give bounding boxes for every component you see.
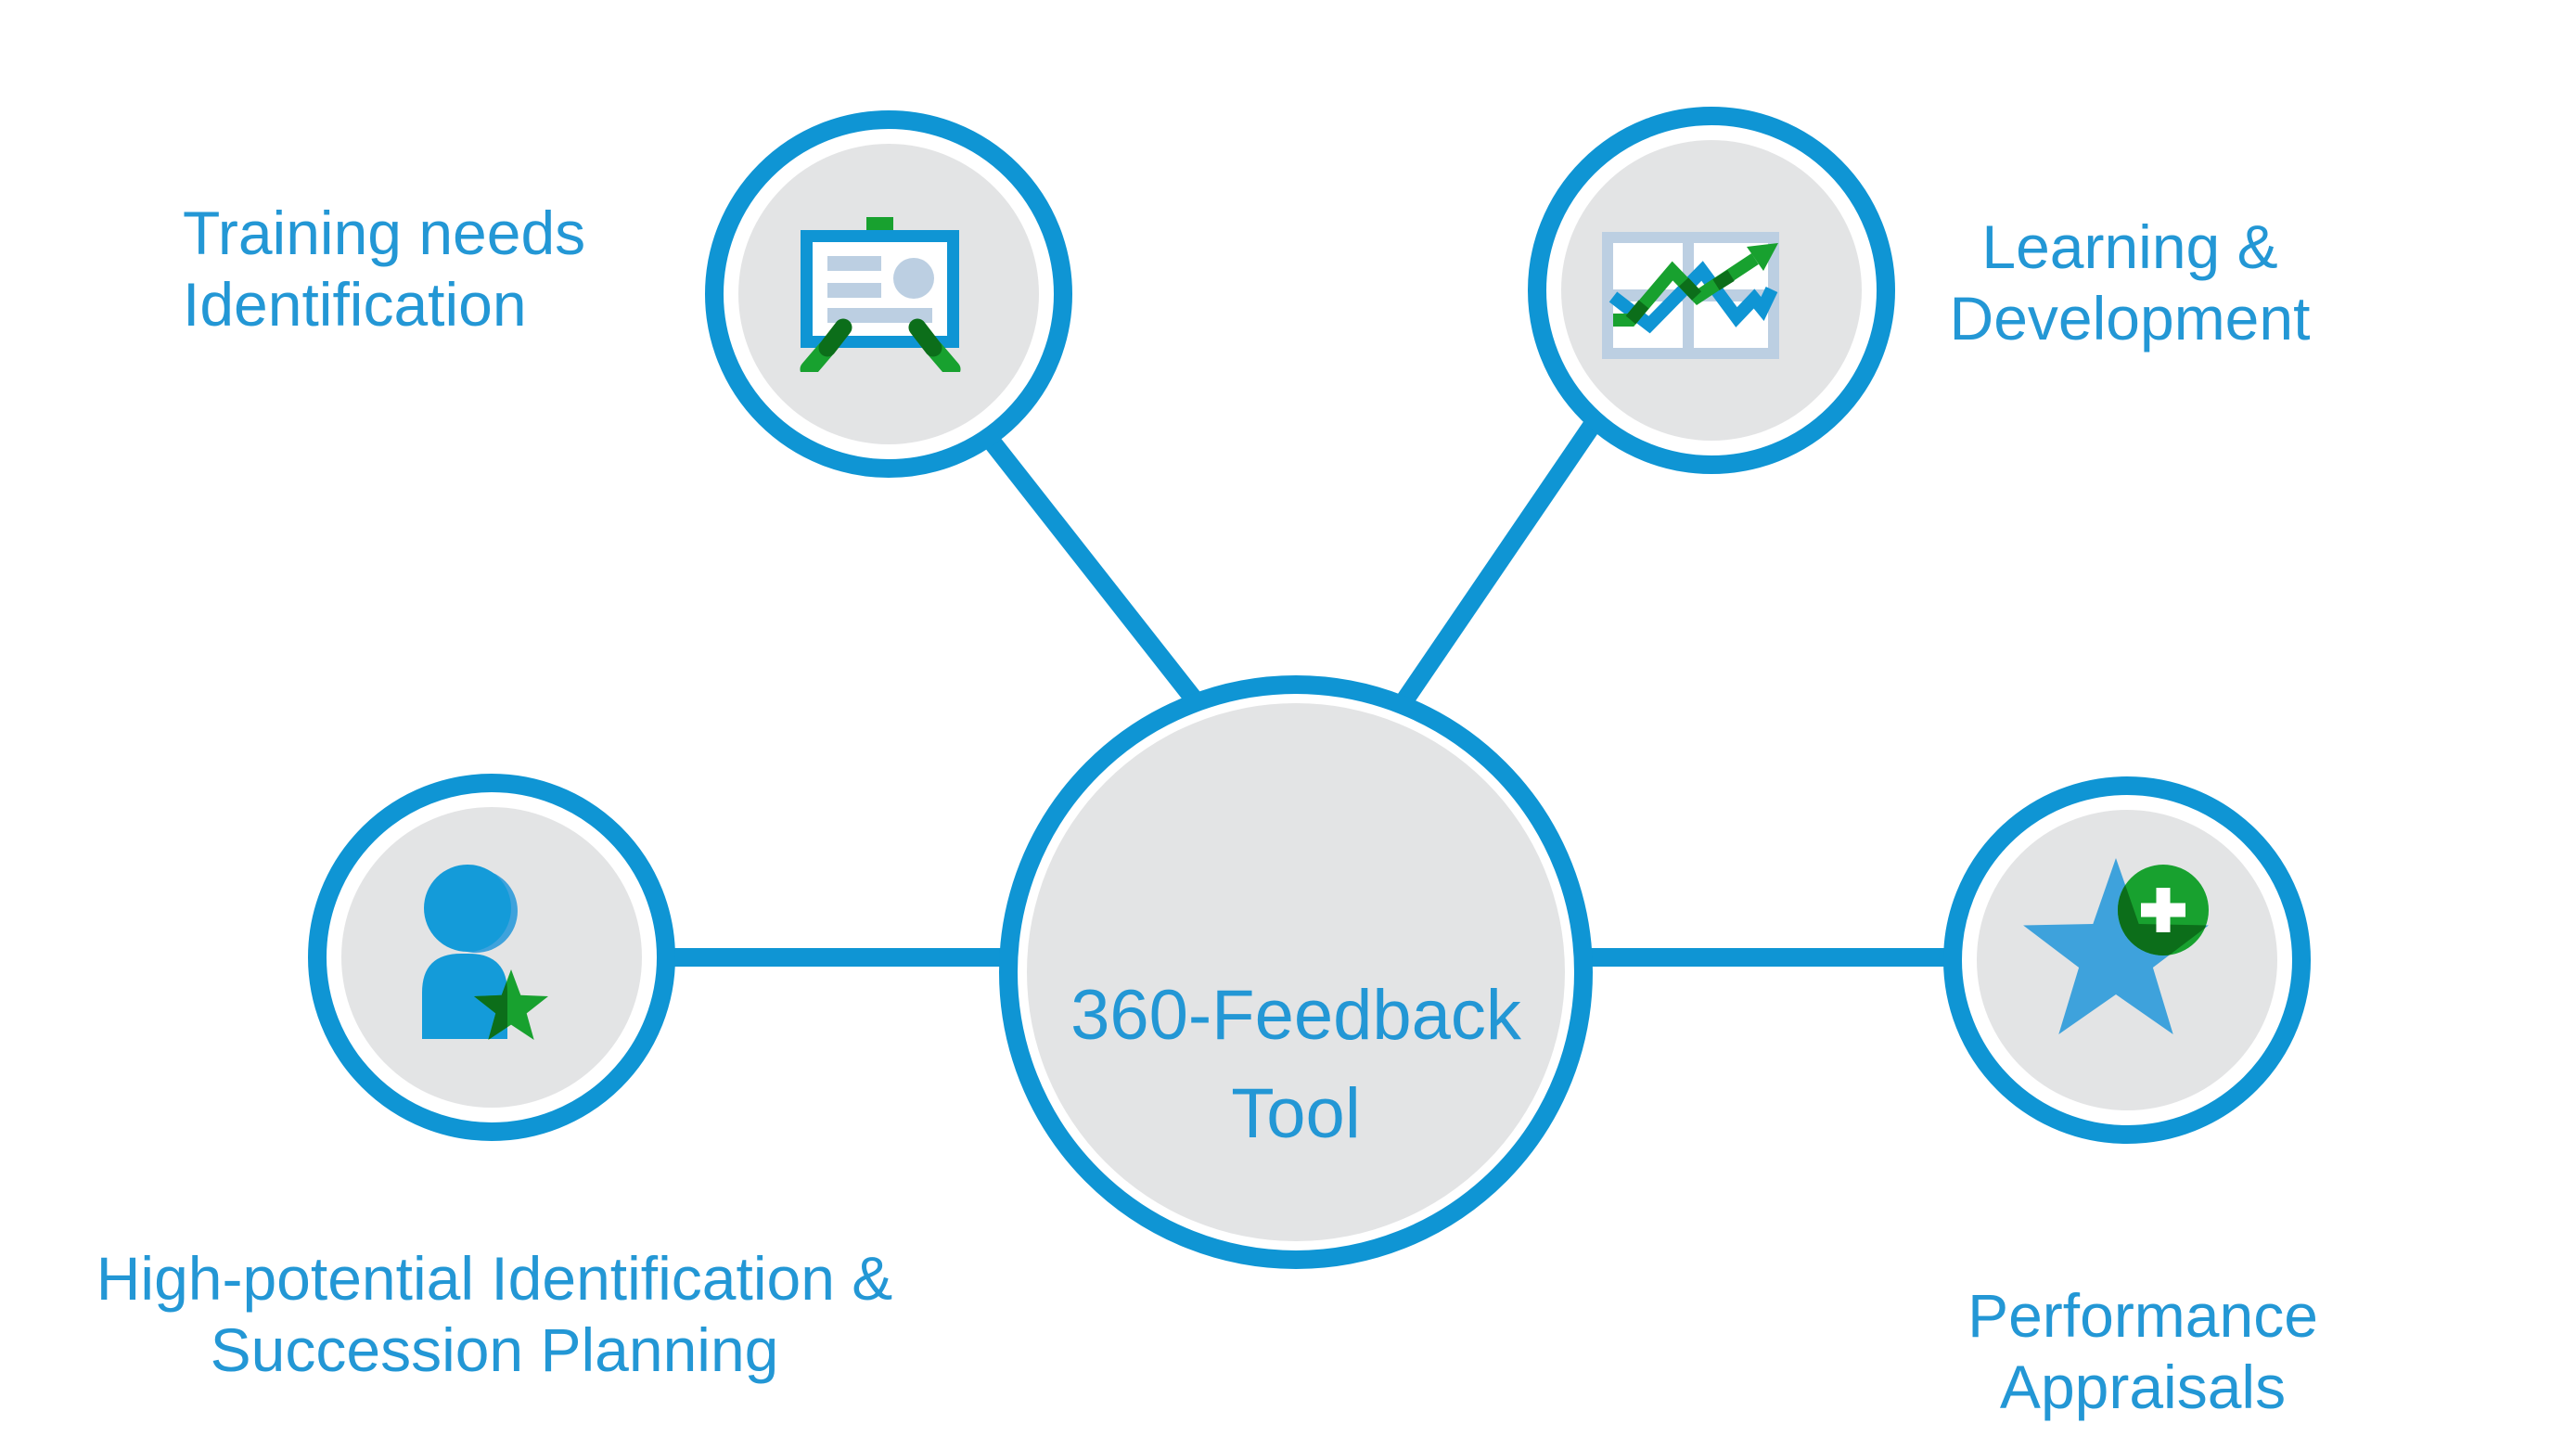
node-performance-appraisals [1943,776,2311,1144]
line-chart-icon [1602,232,1779,359]
node-learning-development [1528,107,1895,474]
connector-learning-center [1385,400,1614,723]
node-high-potential-disc [341,807,642,1108]
hub-label: 360-Feedback Tool [1070,976,1521,1154]
node-center-hub-disc [1027,703,1565,1241]
node-training-needs [705,110,1072,478]
person-star-icon [422,865,548,1040]
label-training-needs: Training needs Identification [183,199,586,339]
label-performance-appraisals: Performance Appraisals [1967,1281,2318,1421]
connector-training-center [968,414,1213,721]
label-high-potential: High-potential Identification & Successi… [96,1244,893,1384]
star-plus-icon [2023,858,2209,1034]
presentation-board-icon [800,217,961,372]
node-high-potential [308,774,675,1141]
label-learning-development: Learning & Development [1949,212,2311,353]
